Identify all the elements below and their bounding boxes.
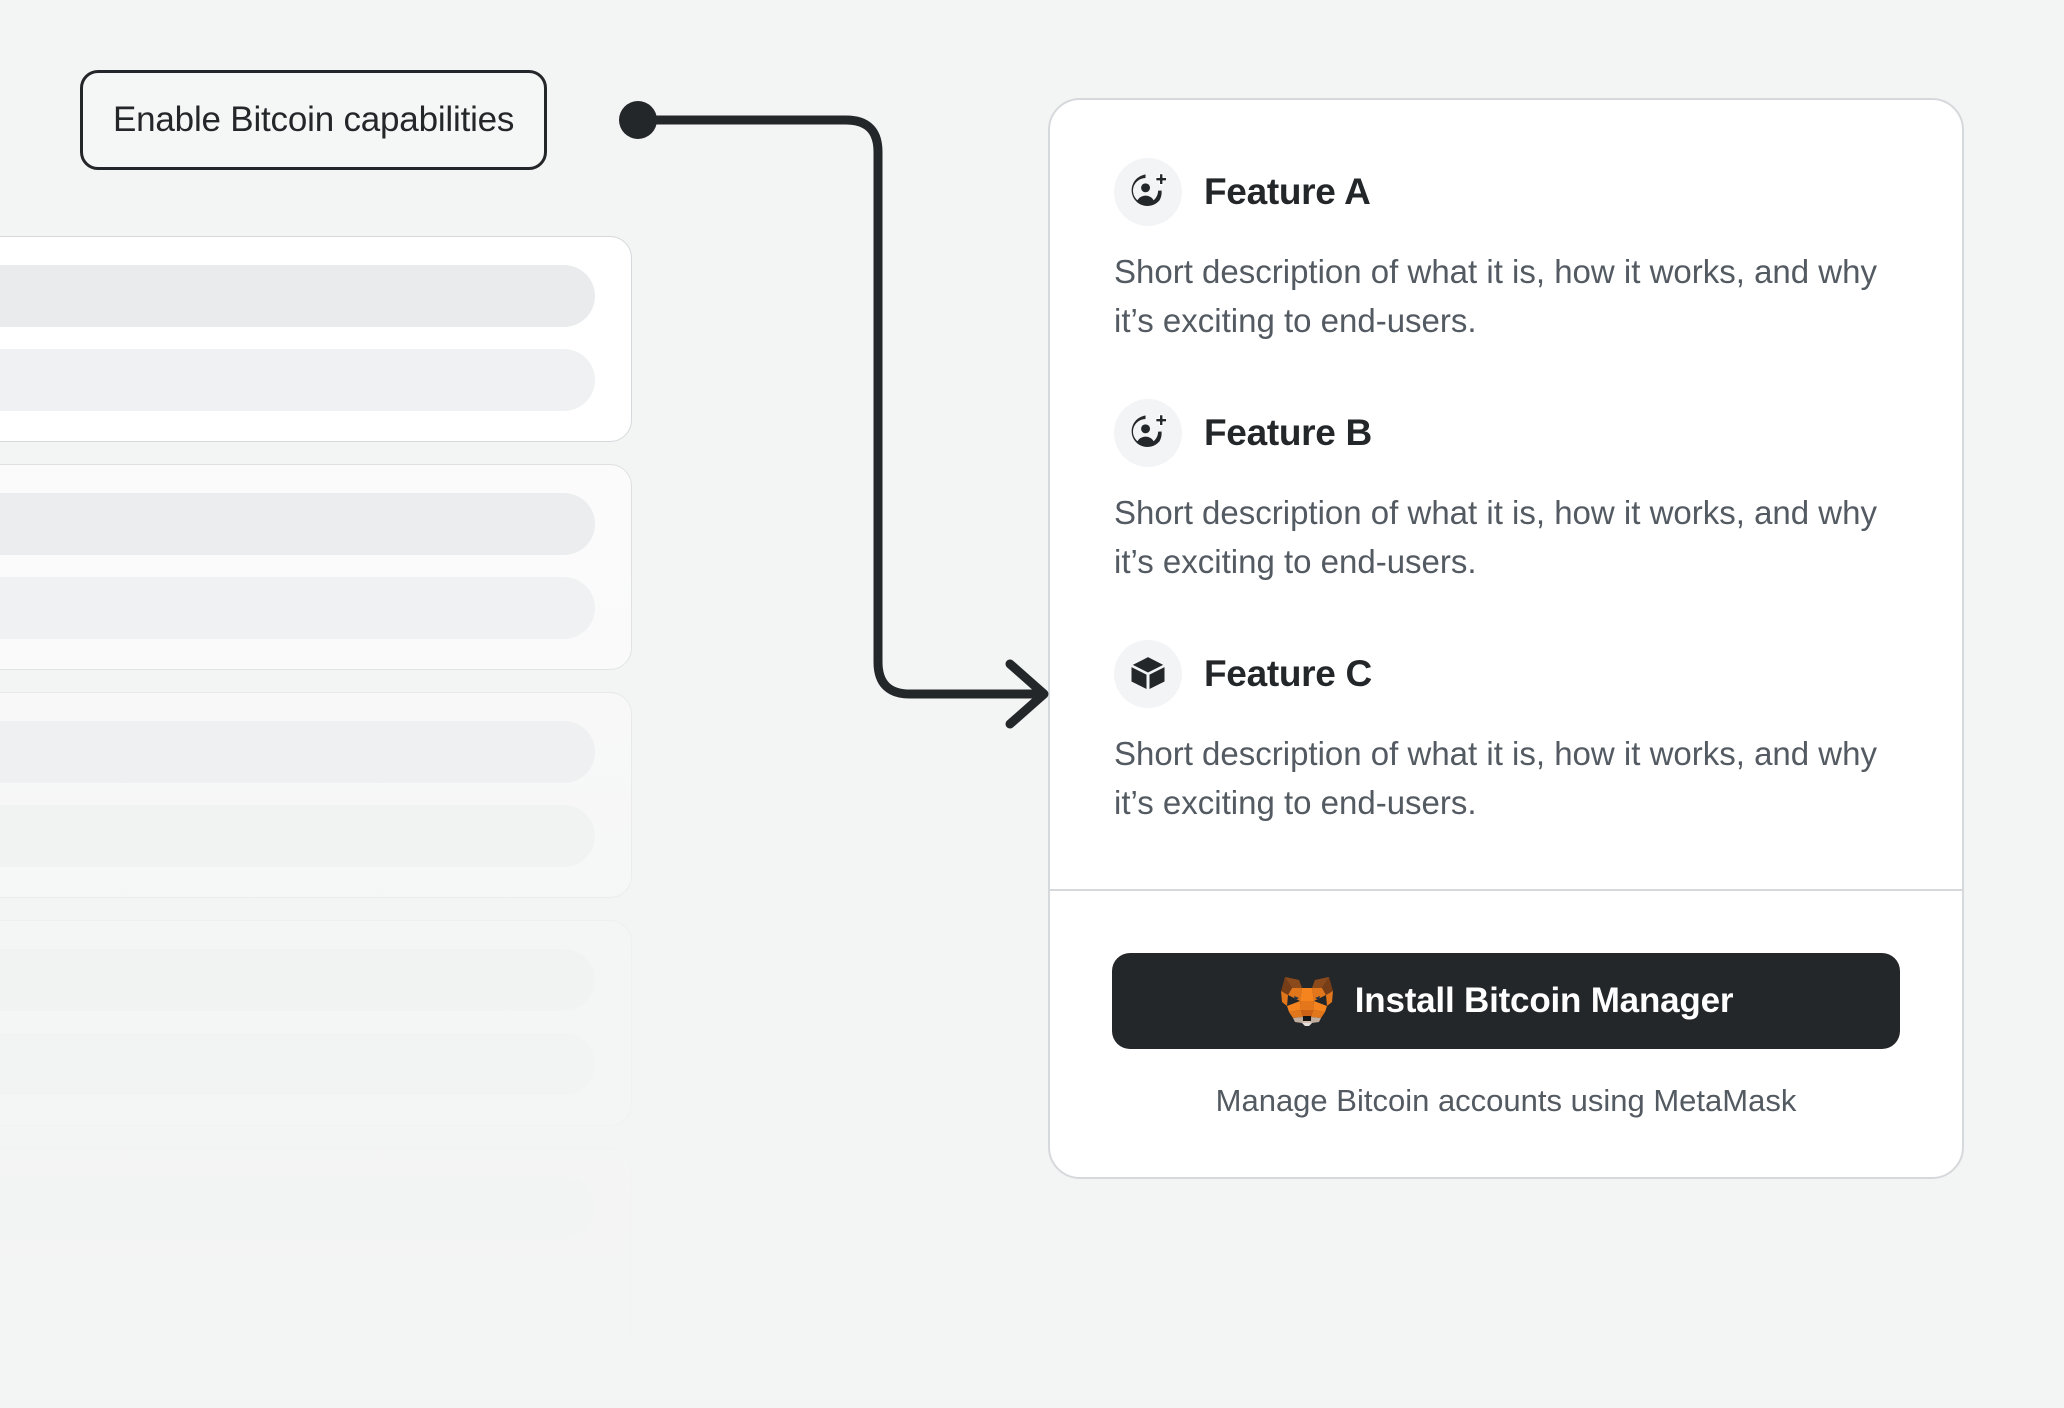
- install-button-label: Install Bitcoin Manager: [1354, 981, 1734, 1020]
- feature-item-c: Feature C Short description of what it i…: [1114, 640, 1898, 827]
- user-plus-icon: [1114, 158, 1182, 226]
- install-bitcoin-manager-button[interactable]: Install Bitcoin Manager: [1112, 953, 1900, 1049]
- skeleton-bar: [0, 349, 595, 411]
- cube-icon: [1114, 640, 1182, 708]
- footer-note: Manage Bitcoin accounts using MetaMask: [1215, 1083, 1797, 1118]
- feature-header: Feature A: [1114, 158, 1898, 226]
- feature-item-a: Feature A Short description of what it i…: [1114, 158, 1898, 345]
- feature-title: Feature C: [1204, 653, 1372, 694]
- skeleton-placeholder-list: [0, 236, 632, 1376]
- skeleton-card: [0, 236, 632, 442]
- callout-label-text: Enable Bitcoin capabilities: [113, 100, 515, 139]
- card-footer: Install Bitcoin Manager Manage Bitcoin a…: [1050, 891, 1962, 1177]
- feature-description: Short description of what it is, how it …: [1114, 253, 1877, 339]
- card-divider: [1050, 889, 1962, 891]
- metamask-fox-icon: [1279, 975, 1335, 1028]
- feature-list: Feature A Short description of what it i…: [1050, 100, 1962, 889]
- skeleton-card: [0, 692, 632, 898]
- skeleton-card: [0, 920, 632, 1126]
- feature-title: Feature A: [1204, 171, 1371, 212]
- feature-description: Short description of what it is, how it …: [1114, 735, 1877, 821]
- skeleton-bar: [0, 1033, 595, 1095]
- feature-item-b: Feature B Short description of what it i…: [1114, 399, 1898, 586]
- skeleton-bar: [0, 577, 595, 639]
- skeleton-bar: [0, 1261, 595, 1323]
- callout-label: Enable Bitcoin capabilities: [80, 70, 548, 170]
- skeleton-bar: [0, 805, 595, 867]
- feature-description: Short description of what it is, how it …: [1114, 494, 1877, 580]
- feature-header: Feature C: [1114, 640, 1898, 708]
- connector-dot: [619, 101, 657, 139]
- feature-title: Feature B: [1204, 412, 1372, 453]
- skeleton-bar: [0, 1177, 595, 1239]
- skeleton-bar: [0, 265, 595, 327]
- user-plus-icon: [1114, 399, 1182, 467]
- feature-card: Feature A Short description of what it i…: [1048, 98, 1964, 1179]
- skeleton-card: [0, 464, 632, 670]
- skeleton-bar: [0, 721, 595, 783]
- skeleton-card: [0, 1148, 632, 1354]
- skeleton-bar: [0, 493, 595, 555]
- feature-header: Feature B: [1114, 399, 1898, 467]
- skeleton-bar: [0, 949, 595, 1011]
